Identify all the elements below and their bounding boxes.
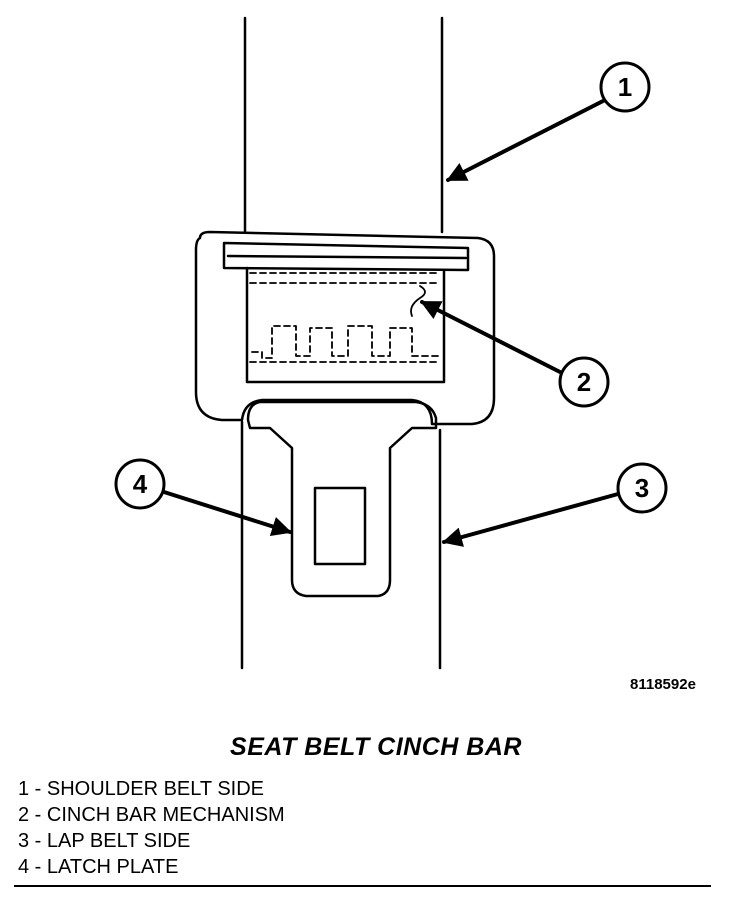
legend-item: 3 - LAP BELT SIDE	[18, 830, 191, 852]
bottom-rule	[14, 885, 711, 887]
callout-4: 4	[114, 458, 292, 537]
callout-1: 1	[446, 61, 651, 182]
callout-3: 3	[442, 462, 668, 547]
callout-4-label: 4	[133, 469, 148, 499]
legend-item: 2 - CINCH BAR MECHANISM	[18, 804, 285, 826]
shoulder-belt	[243, 16, 444, 234]
cinch-bar-frame	[222, 241, 470, 384]
callout-1-label: 1	[618, 72, 632, 102]
legend-item: 1 - SHOULDER BELT SIDE	[18, 778, 264, 800]
cinch-bar-spring	[410, 285, 426, 317]
figure-id: 8118592e	[630, 676, 696, 693]
callout-2: 2	[420, 300, 610, 408]
figure-title: SEAT BELT CINCH BAR	[230, 733, 522, 761]
cinch-bar-mechanism	[249, 272, 441, 363]
callout-3-label: 3	[635, 473, 649, 503]
buckle-housing	[194, 230, 496, 426]
legend-item: 4 - LATCH PLATE	[18, 856, 179, 878]
callout-2-label: 2	[577, 367, 591, 397]
latch-plate	[246, 400, 438, 598]
legend: 1 - SHOULDER BELT SIDE 2 - CINCH BAR MEC…	[18, 776, 285, 880]
latch-plate-window	[313, 486, 367, 566]
lap-belt	[240, 420, 442, 670]
seat-belt-diagram: 1 2 3 4	[114, 16, 668, 670]
